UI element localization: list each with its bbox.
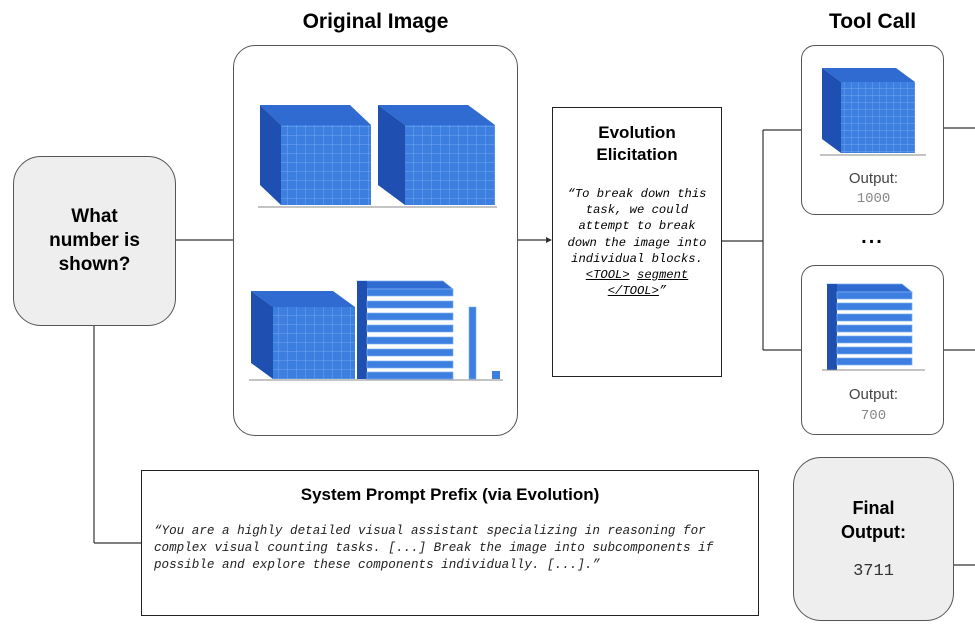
thousand-cube-icon xyxy=(378,105,495,205)
thousand-cube-icon xyxy=(260,105,371,205)
evolution-title: Evolution Elicitation xyxy=(596,123,678,164)
ellipsis: ... xyxy=(861,226,884,248)
tool-2-output-label: Output: xyxy=(848,386,899,403)
tool-close-tag: </TOOL> xyxy=(607,284,659,299)
question-text: What number is shown? xyxy=(49,206,140,275)
final-output-value: 3711 xyxy=(853,562,894,581)
tool-call-2: Output: 700 xyxy=(801,265,944,435)
tool-2-output-value: 700 xyxy=(860,408,887,424)
evolution-quote-text: “To break down this task, we could attem… xyxy=(567,187,707,266)
system-prompt-text: “You are a highly detailed visual assist… xyxy=(154,524,714,572)
ten-rod-icon xyxy=(468,306,477,380)
hundred-flats-icon xyxy=(822,283,925,371)
quote-close: ” xyxy=(658,284,667,299)
question-box: What number is shown? xyxy=(13,156,176,326)
tool-call-heading: Tool Call xyxy=(828,10,917,33)
original-image-heading: Original Image xyxy=(302,10,449,33)
system-prompt-box: System Prompt Prefix (via Evolution) “Yo… xyxy=(141,470,759,616)
evolution-elicitation-box: Evolution Elicitation “To break down thi… xyxy=(552,107,722,377)
tool-name: segment xyxy=(637,268,689,283)
tool-call-1: Output: 1000 xyxy=(801,45,944,215)
tool-1-output-value: 1000 xyxy=(856,191,891,207)
arrowhead-icon xyxy=(546,237,552,243)
system-prompt-title: System Prompt Prefix (via Evolution) xyxy=(300,485,600,504)
hundred-flats-icon xyxy=(356,280,454,380)
final-output-label: Final Output: xyxy=(841,498,906,542)
evolution-quote: “To break down this task, we could attem… xyxy=(553,186,721,299)
original-image-panel xyxy=(233,45,518,436)
base-ten-blocks-image xyxy=(249,105,503,381)
thousand-cube-icon xyxy=(820,68,926,156)
unit-cube-icon xyxy=(492,371,500,379)
final-output-box: Final Output: 3711 xyxy=(793,457,954,621)
tool-1-output-label: Output: xyxy=(848,170,899,187)
tool-open-tag: <TOOL> xyxy=(585,268,630,283)
thousand-cube-icon xyxy=(251,291,355,379)
